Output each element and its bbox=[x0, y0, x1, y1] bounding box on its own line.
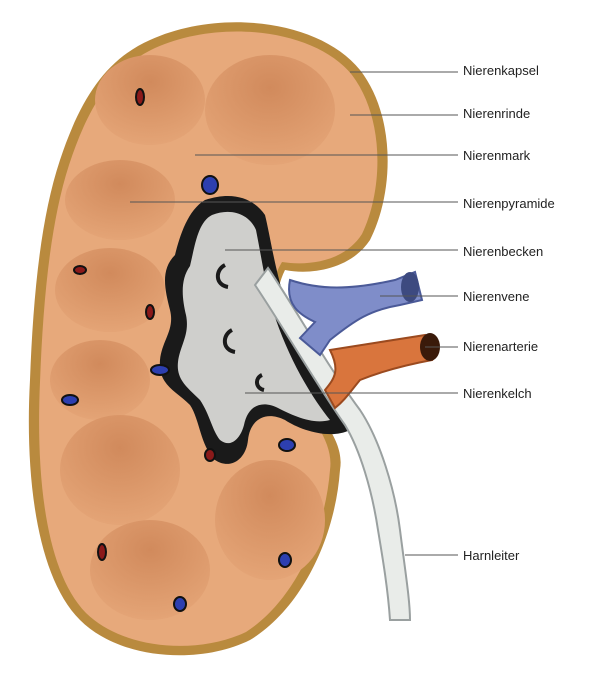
label-nierenmark: Nierenmark bbox=[463, 148, 530, 164]
renal-artery bbox=[325, 335, 432, 408]
label-nierenbecken: Nierenbecken bbox=[463, 244, 543, 260]
label-harnleiter: Harnleiter bbox=[463, 548, 519, 564]
renal-vein-opening bbox=[401, 272, 419, 302]
label-nierenvene: Nierenvene bbox=[463, 289, 530, 305]
label-nierenrinde: Nierenrinde bbox=[463, 106, 530, 122]
label-nierenpyramide: Nierenpyramide bbox=[463, 196, 555, 212]
label-nierenkapsel: Nierenkapsel bbox=[463, 63, 539, 79]
label-nierenarterie: Nierenarterie bbox=[463, 339, 538, 355]
label-nierenkelch: Nierenkelch bbox=[463, 386, 532, 402]
